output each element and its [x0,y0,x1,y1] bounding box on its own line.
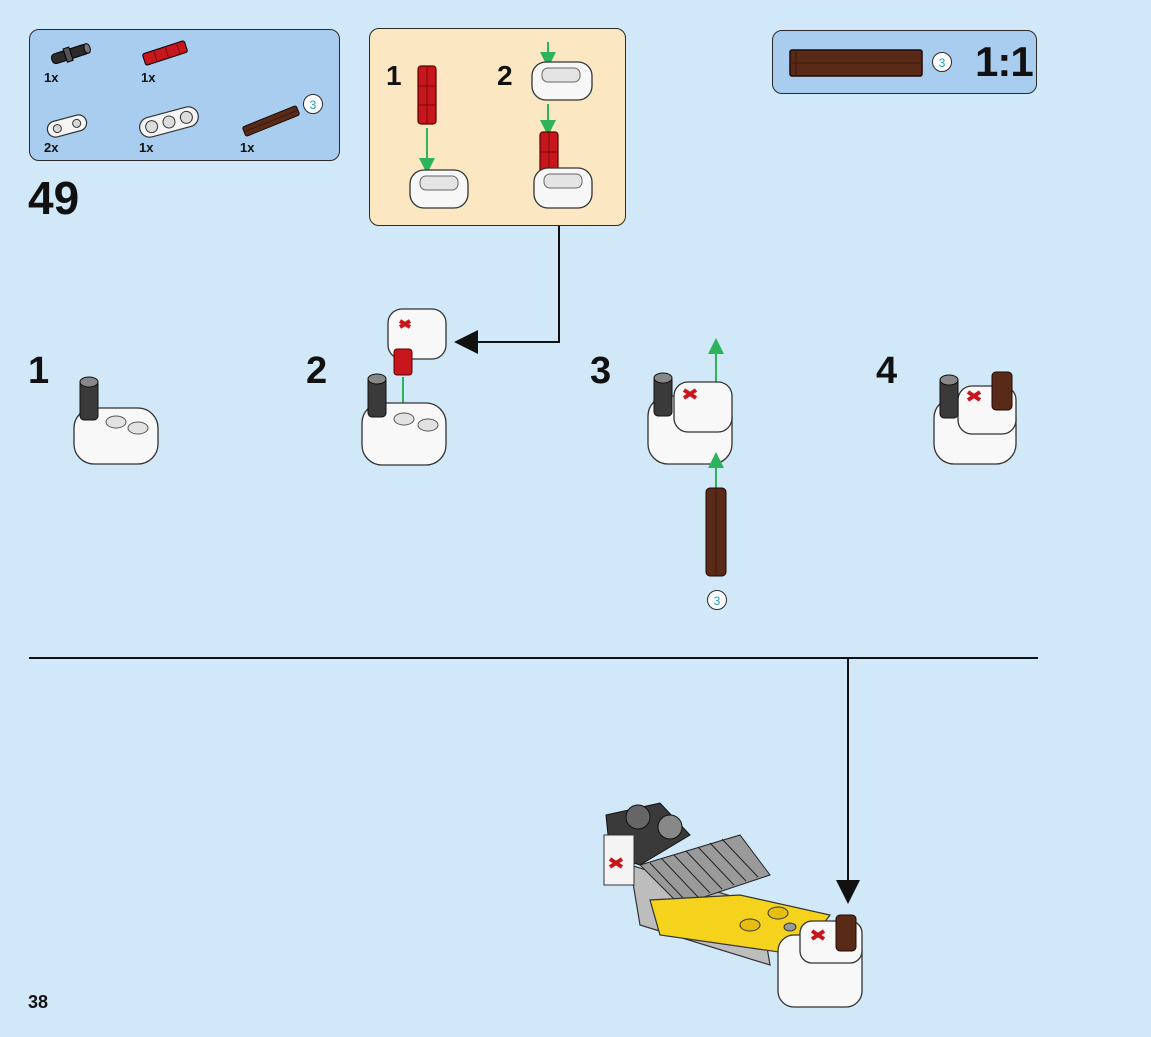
final-model-illustration [603,802,863,1008]
main-step-label: 4 [876,350,898,392]
length-badge: 3 [707,590,727,610]
main-step-label: 2 [306,350,328,392]
white-beam-3-icon [139,106,199,138]
main-step-3-illustration [647,338,733,577]
part-qty: 1x [240,140,255,155]
part-qty: 2x [44,140,59,155]
white-beam-2-icon [409,169,469,209]
white-beam-2-icon [46,114,88,138]
main-step-1-illustration [73,376,159,465]
sub-assembly-illustration [409,42,593,209]
red-axle-connector-icon [142,40,188,66]
main-step-2-illustration [361,308,447,466]
length-badge: 3 [932,52,952,72]
part-qty: 1x [139,140,154,155]
sub-step-label: 2 [497,60,513,91]
sub-step-label: 1 [386,60,402,91]
step-number: 49 [28,172,80,224]
brown-axle-3-icon [242,105,300,137]
page-number: 38 [28,992,49,1012]
scale-ratio: 1:1 [975,38,1034,85]
main-step-4-illustration [933,371,1017,465]
white-beam-2-icon [533,167,593,209]
main-step-label: 1 [28,350,50,392]
main-step-label: 3 [590,350,612,392]
black-connector-pin-icon [50,43,91,65]
part-qty: 1x [141,70,156,85]
red-axle-connector-icon [417,65,437,125]
length-badge: 3 [303,94,323,114]
white-beam-2-icon [531,61,593,101]
part-qty: 1x [44,70,59,85]
brown-axle-3-icon [789,49,923,77]
